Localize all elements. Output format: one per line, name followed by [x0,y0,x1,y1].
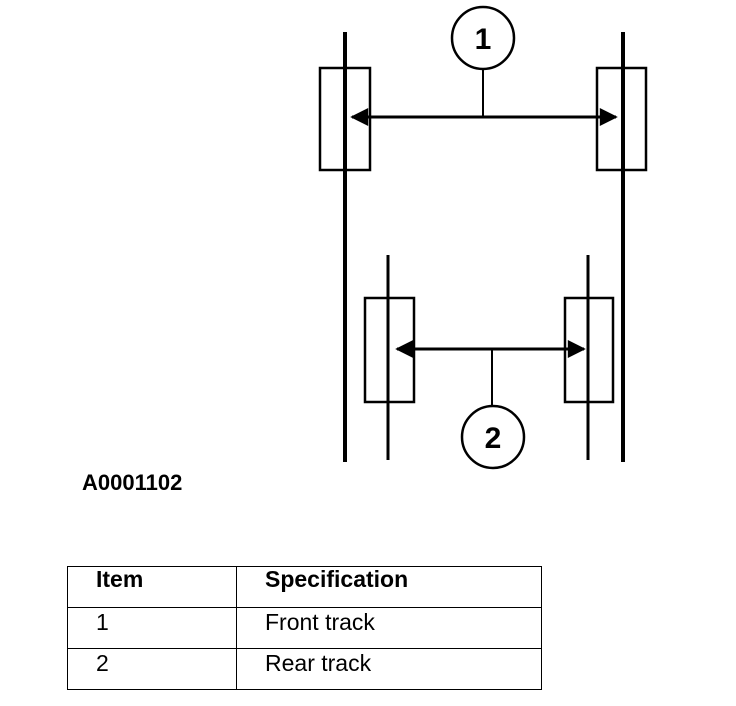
spec-table: Item Specification 1 Front track 2 Rear … [67,566,542,690]
track-diagram: 1 2 [318,5,648,470]
table-row: 1 Front track [67,607,542,649]
rear-callout-circle [460,404,526,470]
header-item: Item [67,566,237,608]
table-header-row: Item Specification [67,566,542,608]
rear-callout-number: 2 [485,422,502,455]
front-callout-number: 1 [475,23,492,56]
cell-specification: Rear track [236,648,542,690]
cell-item: 1 [67,607,237,649]
front-callout-circle [450,5,516,71]
table-row: 2 Rear track [67,648,542,690]
cell-item: 2 [67,648,237,690]
header-specification: Specification [236,566,542,608]
figure-id: A0001102 [82,470,183,495]
cell-specification: Front track [236,607,542,649]
